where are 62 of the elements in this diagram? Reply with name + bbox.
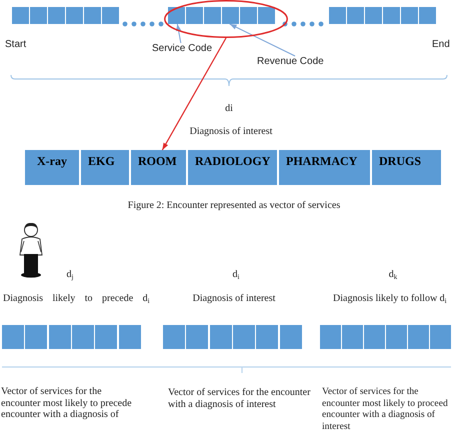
- service-slot: [240, 7, 257, 24]
- service-slot: [232, 325, 255, 349]
- service-slot: [95, 325, 118, 349]
- variable-label: d$_{k}$: [388, 269, 398, 281]
- service-cell: X-ray: [25, 150, 79, 185]
- service-slot: [163, 325, 185, 349]
- description-label: Diagnosis of interest: [192, 293, 276, 305]
- service-slot: [256, 325, 278, 349]
- leader-line: [176, 24, 182, 44]
- service-slot: [210, 325, 232, 349]
- service-slot: [386, 325, 407, 349]
- service-slot: [222, 7, 239, 24]
- service-slot: [329, 7, 346, 24]
- description-text: Vector of services for the encounter with a diagnosis of interest: [168, 387, 312, 410]
- description-label: Diagnosis likely to follow d$_{i}$: [333, 293, 447, 305]
- service-slot: [25, 325, 48, 349]
- service-slot: [66, 7, 83, 24]
- service-slot: [186, 7, 203, 24]
- service-slot: [48, 325, 71, 349]
- service-slot: [419, 7, 436, 24]
- description-text: Vector of services for the encounter most likely to precede encounter with a diagnosis of: [1, 386, 133, 420]
- description-text: Vector of services for the encounter most likely to proceed encounter with a diagnosis of interest: [322, 386, 449, 432]
- service-slot: [84, 7, 101, 24]
- service-slot: [12, 7, 29, 24]
- service-slot: [320, 325, 341, 349]
- service-slot: [30, 7, 47, 24]
- service-slot: [102, 7, 119, 24]
- service-slot: [342, 325, 363, 349]
- description-label: Diagnosis of interest: [190, 126, 272, 138]
- highlight-ellipse: [164, 0, 288, 38]
- service-slot: [347, 7, 364, 24]
- service-slot: [383, 7, 400, 24]
- service-slot: [48, 7, 65, 24]
- service-slot: [408, 325, 429, 349]
- leader-line: [229, 24, 296, 56]
- service-slot: [430, 325, 451, 349]
- service-slot: [258, 7, 275, 24]
- variable-label: d$_{i}$: [232, 269, 240, 281]
- service-slot: [364, 325, 385, 349]
- service-slot: [2, 325, 24, 349]
- service-slot: [204, 7, 221, 24]
- figure-caption: Figure 2: Encounter represented as vector of services: [128, 200, 340, 212]
- endpoint-label: End: [432, 39, 450, 51]
- service-cell: DRUGS: [372, 150, 441, 185]
- service-cell: ROOM: [131, 150, 186, 185]
- service-slot: [72, 325, 94, 349]
- variable-label: di: [225, 103, 233, 115]
- callout-label: Revenue Code: [257, 56, 324, 68]
- service-slot: [365, 7, 382, 24]
- arrow: [162, 38, 227, 150]
- service-cell: RADIOLOGY: [188, 150, 277, 185]
- service-slot: [186, 325, 208, 349]
- service-slot: [280, 325, 302, 349]
- service-cell: EKG: [81, 150, 129, 185]
- service-cell: PHARMACY: [279, 150, 370, 185]
- description-label: Diagnosis likely to precede d$_{i}$: [3, 293, 150, 305]
- endpoint-label: Start: [5, 39, 26, 51]
- variable-label: d$_{j}$: [66, 269, 74, 281]
- callout-label: Service Code: [152, 43, 212, 55]
- service-slot: [168, 7, 185, 24]
- service-slot: [118, 325, 140, 349]
- service-slot: [401, 7, 418, 24]
